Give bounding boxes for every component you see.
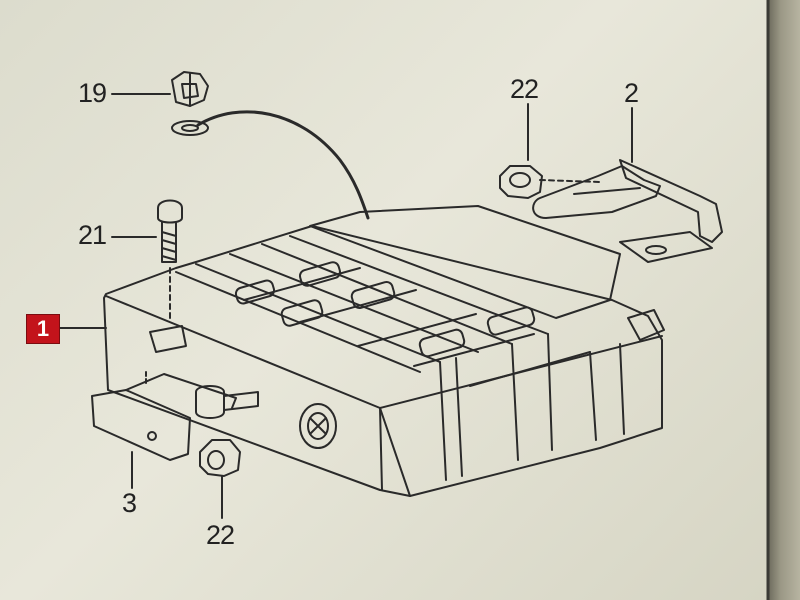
bracket-3: [91, 371, 259, 461]
paper-sheet: [0, 0, 768, 600]
callout-1-badge: 1: [26, 314, 60, 344]
callout-22-bottom: 22: [206, 520, 235, 550]
control-unit-1: [103, 205, 665, 497]
callout-22-top: 22: [510, 74, 539, 104]
callout-3: 3: [122, 488, 137, 518]
callout-21: 21: [78, 220, 107, 250]
callout-19: 19: [78, 78, 107, 108]
nut-22-top: [499, 165, 601, 199]
callout-2: 2: [624, 78, 639, 108]
bracket-2: [532, 159, 723, 263]
nut-19: [171, 71, 370, 220]
screen-edge: [768, 0, 800, 600]
nut-22-bottom: [199, 439, 241, 477]
bolt-21: [157, 199, 183, 321]
